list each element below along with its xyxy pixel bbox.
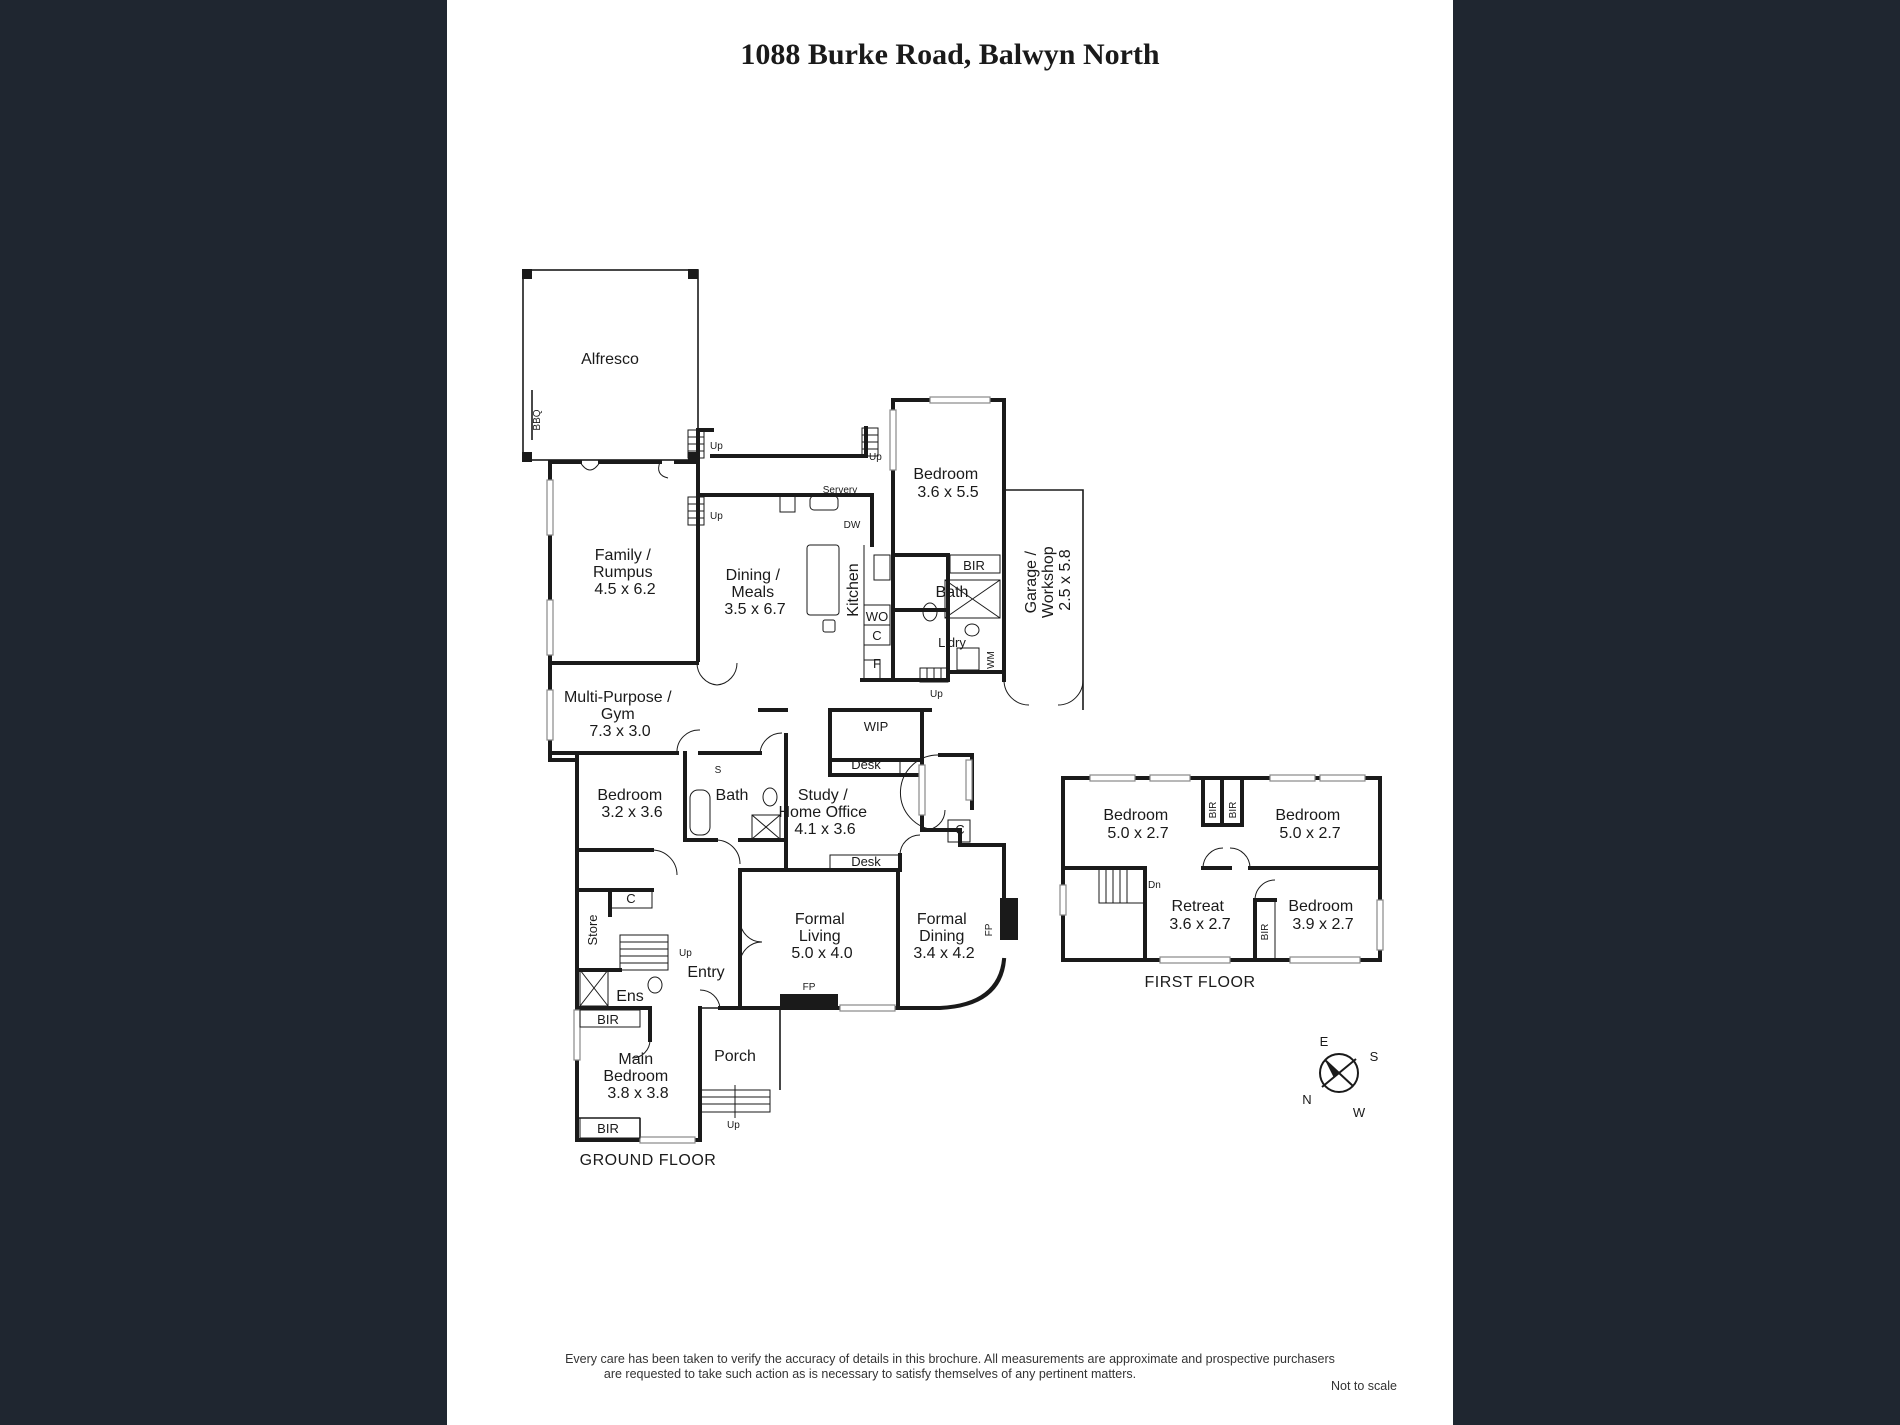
ff-bir-label: BIR — [1208, 802, 1219, 819]
family-rumpus-label: Family / Rumpus 4.5 x 6.2 — [593, 547, 657, 598]
up-label: Up — [869, 452, 882, 463]
ground-floor-walls — [548, 398, 1084, 1142]
kitchen-label: Kitchen — [845, 563, 862, 616]
c-label: C — [872, 628, 881, 643]
bath-mid-label: Bath — [716, 787, 749, 804]
up-label: Up — [679, 948, 692, 959]
dining-meals-label: Dining / Meals 3.5 x 6.7 — [724, 567, 785, 618]
ground-floor-stairs — [619, 427, 949, 1118]
ground-floor-label: GROUND FLOOR — [580, 1152, 717, 1169]
wo-label: WO — [866, 609, 888, 624]
bir-label: BIR — [597, 1012, 619, 1027]
scale-note: Not to scale — [1331, 1379, 1397, 1393]
disclaimer: Every care has been taken to verify the … — [565, 1352, 1397, 1393]
up-label: Up — [930, 689, 943, 700]
wm-label: WM — [986, 651, 997, 669]
ground-floor-plan: Alfresco BBQ Up Up Up Servery DW Family … — [522, 269, 1084, 1169]
up-label: Up — [710, 511, 723, 522]
bedroom-mid-label: Bedroom 3.2 x 3.6 — [597, 787, 666, 821]
ff-bedroom-1-label: Bedroom 5.0 x 2.7 — [1103, 807, 1172, 842]
compass-e: E — [1320, 1034, 1329, 1049]
disclaimer-line-1: Every care has been taken to verify the … — [565, 1352, 1335, 1366]
desk-label: Desk — [851, 757, 881, 772]
ff-bir-label: BIR — [1260, 924, 1271, 941]
bir-label: BIR — [597, 1121, 619, 1136]
compass-s: S — [1370, 1049, 1379, 1064]
up-label: Up — [727, 1120, 740, 1131]
first-floor-plan: Bedroom 5.0 x 2.7 BIR BIR Bedroom 5.0 x … — [1059, 774, 1384, 991]
compass: E S N W — [1302, 1034, 1378, 1120]
ground-floor-labels: Alfresco BBQ Up Up Up Servery DW Family … — [532, 351, 1074, 1169]
fp-label: FP — [984, 923, 995, 936]
multi-purpose-gym-label: Multi-Purpose / Gym 7.3 x 3.0 — [564, 689, 676, 740]
c-label: C — [626, 891, 635, 906]
ff-bedroom-3-label: Bedroom 3.9 x 2.7 — [1288, 898, 1357, 933]
fp-label: FP — [803, 982, 816, 993]
floorplan-sheet: 1088 Burke Road, Balwyn North — [447, 0, 1453, 1425]
disclaimer-line-2: are requested to take such action as is … — [604, 1367, 1136, 1381]
ff-bedroom-2-label: Bedroom 5.0 x 2.7 — [1275, 807, 1344, 842]
ens-label: Ens — [616, 988, 644, 1005]
f-label: F — [873, 656, 881, 671]
ff-bir-label: BIR — [1228, 802, 1239, 819]
bedroom-rear-label: Bedroom 3.6 x 5.5 — [913, 466, 982, 501]
s-label: S — [715, 765, 722, 776]
bath-label: Bath — [936, 584, 969, 601]
servery-label: Servery — [823, 485, 857, 496]
ground-floor-doors — [579, 461, 1084, 1059]
ff-retreat-label: Retreat 3.6 x 2.7 — [1169, 898, 1230, 933]
alfresco-label: Alfresco — [581, 351, 639, 368]
bbq-label: BBQ — [532, 409, 543, 430]
wip-label: WIP — [864, 719, 889, 734]
ground-floor-fixtures — [579, 495, 1001, 1139]
bir-label: BIR — [963, 558, 985, 573]
main-bedroom-label: Main Bedroom 3.8 x 3.8 — [603, 1051, 672, 1102]
up-label: Up — [710, 441, 723, 452]
store-label: Store — [585, 914, 600, 945]
first-floor-label: FIRST FLOOR — [1145, 974, 1256, 991]
dw-label: DW — [844, 520, 861, 531]
ff-dn-label: Dn — [1148, 880, 1161, 891]
page-title: 1088 Burke Road, Balwyn North — [740, 38, 1160, 71]
floorplan-drawing: 1088 Burke Road, Balwyn North — [522, 38, 1397, 1393]
ldry-label: L'dry — [938, 635, 966, 650]
ground-floor-windows — [546, 396, 991, 1144]
study-home-office-label: Study / Home Office 4.1 x 3.6 — [778, 787, 871, 838]
porch-label: Porch — [714, 1048, 756, 1065]
formal-dining-label: Formal Dining 3.4 x 4.2 — [913, 911, 974, 962]
desk-label: Desk — [851, 854, 881, 869]
garage-workshop-label: Garage / Workshop 2.5 x 5.8 — [1023, 542, 1074, 618]
compass-w: W — [1353, 1105, 1366, 1120]
c-label: C — [955, 822, 964, 837]
entry-label: Entry — [687, 964, 724, 981]
formal-living-label: Formal Living 5.0 x 4.0 — [791, 911, 852, 962]
compass-n: N — [1302, 1092, 1311, 1107]
